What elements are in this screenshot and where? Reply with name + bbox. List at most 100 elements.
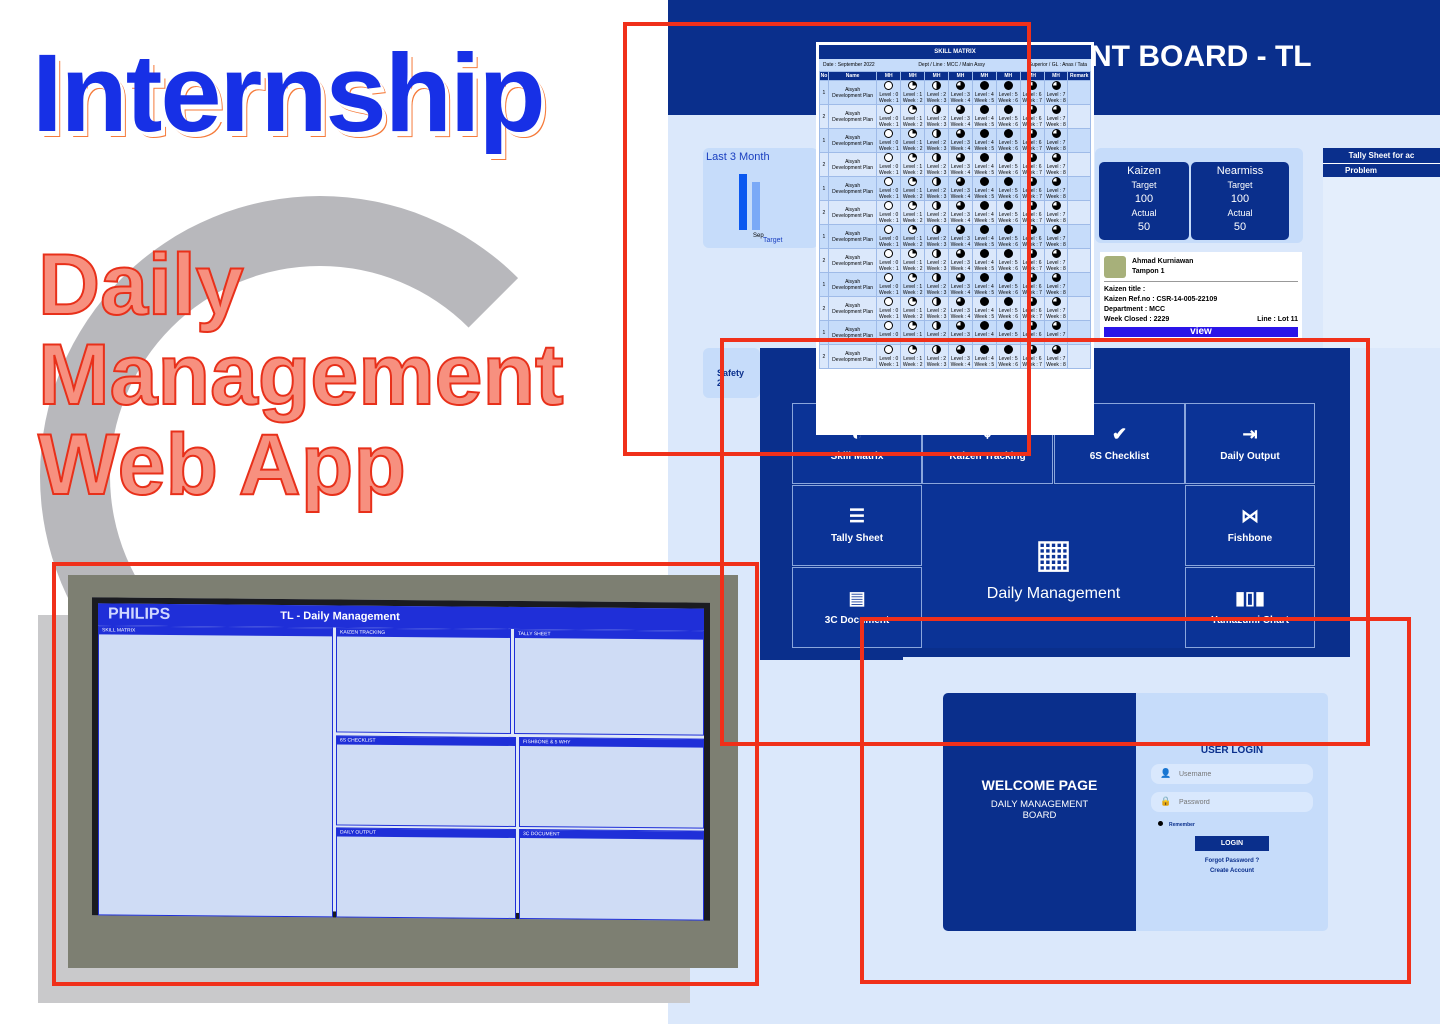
subtitle-line: Management: [37, 327, 565, 423]
login-form: USER LOGIN 👤 🔒 Remember LOGIN Forgot Pas…: [1136, 693, 1328, 931]
skill-level-icon: [955, 81, 965, 90]
skill-level-icon: [1003, 201, 1013, 210]
skill-level-icon: [979, 297, 989, 306]
username-input[interactable]: [1151, 764, 1313, 784]
kpi-label: Kaizen: [1127, 165, 1161, 177]
skill-level-icon: [884, 225, 894, 234]
safety-label: Safety: [717, 368, 745, 378]
matrix-title: SKILL MATRIX: [819, 45, 1091, 59]
skill-level-icon: [884, 321, 894, 330]
skill-level-icon: [979, 105, 989, 114]
skill-level-icon: [1003, 249, 1013, 258]
kpi-target: 100: [1230, 193, 1250, 205]
skill-level-icon: [955, 345, 965, 354]
kaizen-kpi: Kaizen Target 100 Actual 50: [1099, 162, 1189, 240]
skill-level-icon: [908, 81, 918, 90]
bar-chart-icon: ▮▯▮: [1235, 588, 1265, 608]
avatar: [1104, 256, 1126, 278]
highlight-frame: [720, 338, 1370, 746]
matrix-date: Date : September 2022: [823, 62, 875, 68]
skill-level-icon: [979, 273, 989, 282]
skill-level-icon: [1003, 105, 1013, 114]
kpi-card: Kaizen Target 100 Actual 50 Nearmiss Tar…: [1095, 148, 1303, 243]
login-heading: USER LOGIN: [1200, 745, 1264, 756]
skill-level-icon: [955, 297, 965, 306]
skill-level-icon: [1051, 297, 1061, 306]
view-button[interactable]: view: [1104, 327, 1298, 337]
menu-tile[interactable]: ⇥Daily Output: [1185, 403, 1315, 484]
skill-level-icon: [932, 105, 942, 114]
skill-level-icon: [1051, 201, 1061, 210]
bar-actual: [752, 182, 760, 230]
menu-tile[interactable]: ▤3C Document: [792, 567, 922, 648]
login-button[interactable]: LOGIN: [1195, 836, 1269, 851]
menu-tile[interactable]: ☰Tally Sheet: [792, 485, 922, 566]
skill-level-icon: [1051, 129, 1061, 138]
skill-level-icon: [884, 129, 894, 138]
skill-level-icon: [1051, 249, 1061, 258]
welcome-subtitle: DAILY MANAGEMENT BOARD: [990, 799, 1089, 821]
bar-target: [739, 174, 747, 230]
skill-level-icon: [932, 321, 942, 330]
skill-level-icon: [932, 225, 942, 234]
skill-level-icon: [908, 225, 918, 234]
user-icon: 👤: [1160, 768, 1172, 778]
fishbone-icon: ⋈: [1241, 506, 1259, 526]
skill-level-icon: [1003, 81, 1013, 90]
tile-label: Tally Sheet: [830, 533, 884, 544]
skill-level-icon: [979, 225, 989, 234]
skill-level-icon: [979, 81, 989, 90]
skill-level-icon: [1051, 345, 1061, 354]
highlight-frame: [623, 22, 1031, 456]
skill-level-icon: [908, 297, 918, 306]
last-3-month-card: Last 3 Month Sep Target: [703, 148, 818, 248]
remember-label: Remember: [1169, 822, 1195, 828]
matrix-header: MH: [1043, 71, 1069, 81]
skill-level-icon: [1051, 321, 1061, 330]
skill-level-icon: [884, 249, 894, 258]
lock-icon: 🔒: [1160, 796, 1172, 806]
skill-level-icon: [955, 249, 965, 258]
skill-level-icon: [884, 297, 894, 306]
skill-level-icon: [955, 105, 965, 114]
week-closed: Week Closed : 2229: [1104, 316, 1170, 323]
skill-level-icon: [955, 321, 965, 330]
skill-level-icon: [884, 273, 894, 282]
skill-level-icon: [932, 201, 942, 210]
skill-level-icon: [1051, 105, 1061, 114]
skill-level-icon: [1003, 153, 1013, 162]
skill-level-icon: [932, 81, 942, 90]
skill-level-icon: [908, 273, 918, 282]
skill-level-icon: [955, 273, 965, 282]
skill-level-icon: [955, 201, 965, 210]
tally-problem-header: Problem: [1323, 163, 1440, 177]
password-input[interactable]: [1151, 792, 1313, 812]
skill-level-icon: [1003, 225, 1013, 234]
forgot-password-link[interactable]: Forgot Password ?: [1204, 858, 1260, 864]
skill-level-icon: [908, 201, 918, 210]
skill-level-icon: [908, 129, 918, 138]
skill-level-icon: [932, 297, 942, 306]
highlight-frame: [860, 617, 1411, 984]
remember-checkbox[interactable]: [1158, 821, 1163, 826]
subtitle-line: Daily: [37, 237, 245, 333]
nearmiss-kpi: Nearmiss Target 100 Actual 50: [1191, 162, 1289, 240]
highlight-frame: [52, 562, 759, 986]
create-account-link[interactable]: Create Account: [1209, 868, 1255, 874]
tile-label: 6S Checklist: [1089, 451, 1150, 462]
skill-level-icon: [932, 177, 942, 186]
bar-label: Sep: [753, 233, 764, 239]
skill-level-icon: [932, 129, 942, 138]
person-line: Tampon 1: [1132, 268, 1165, 275]
kpi-actual-label: Actual: [1227, 208, 1253, 218]
menu-tile[interactable]: ⋈Fishbone: [1185, 485, 1315, 566]
skill-level-icon: [955, 129, 965, 138]
skill-level-icon: [1051, 225, 1061, 234]
